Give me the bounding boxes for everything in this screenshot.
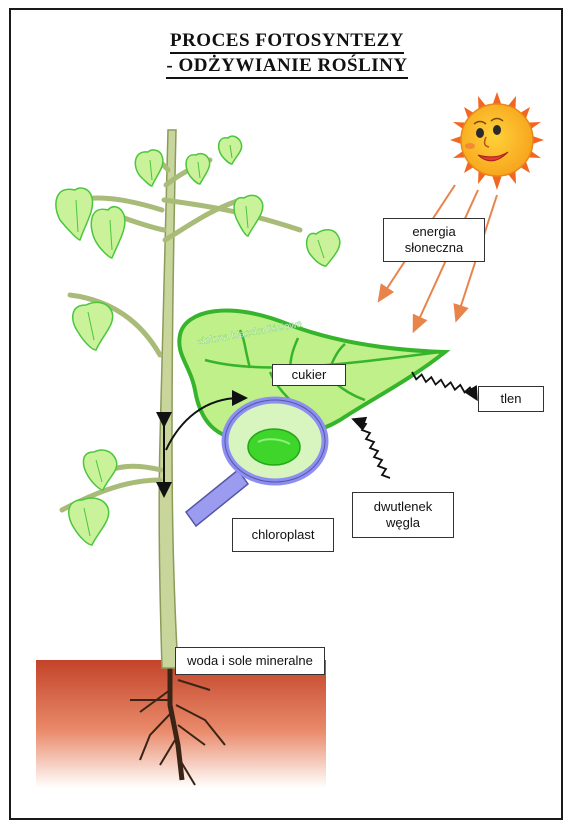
oxygen-label: tlen	[478, 386, 544, 412]
solar-energy-line-1: energia	[384, 224, 484, 240]
chloroplast-shape	[248, 429, 300, 465]
sugar-label: cukier	[272, 364, 346, 386]
solar-energy-label: energia słoneczna	[383, 218, 485, 262]
co2-line-1: dwutlenek	[353, 499, 453, 515]
sun-icon	[450, 92, 544, 190]
co2-label: dwutlenek węgla	[352, 492, 454, 538]
oxygen-arrow	[410, 372, 475, 395]
co2-line-2: węgla	[353, 515, 453, 531]
water-minerals-text: woda i sole mineralne	[187, 653, 313, 668]
sugar-text: cukier	[292, 367, 327, 382]
chloroplast-label: chloroplast	[232, 518, 334, 552]
water-minerals-label: woda i sole mineralne	[175, 647, 325, 675]
solar-energy-line-2: słoneczna	[384, 240, 484, 256]
co2-arrow	[358, 421, 390, 478]
chloroplast-text: chloroplast	[252, 527, 315, 542]
oxygen-text: tlen	[501, 391, 522, 406]
